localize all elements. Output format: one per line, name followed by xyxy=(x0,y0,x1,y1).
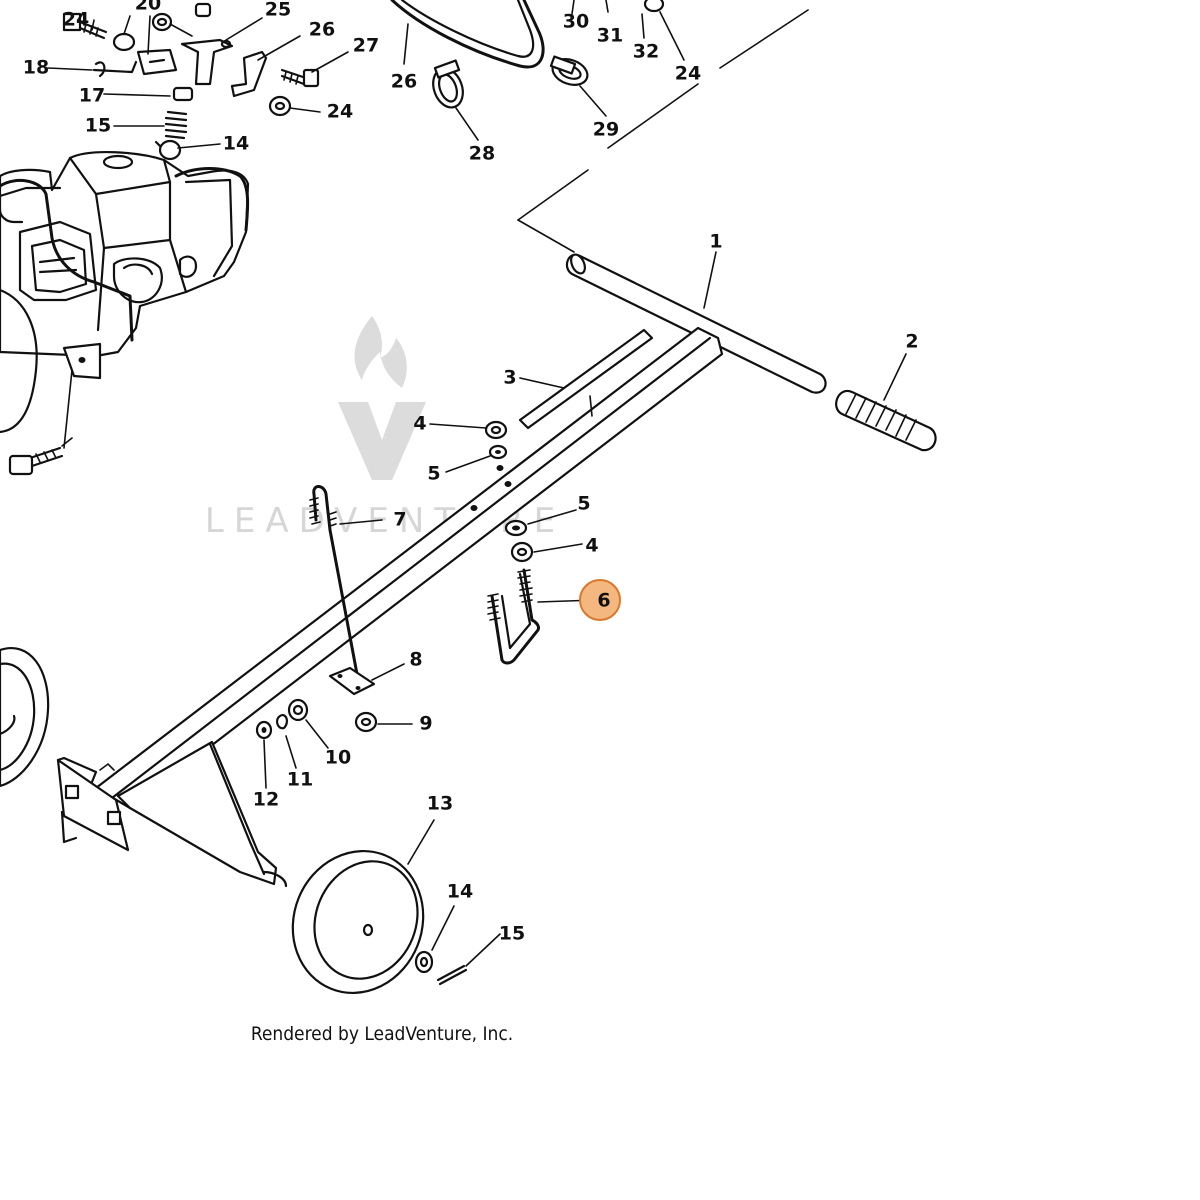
callout-label: 3 xyxy=(503,367,516,389)
selected-part-number[interactable]: 6 xyxy=(597,590,610,612)
callout-label: 5 xyxy=(427,463,440,485)
callout-label: 17 xyxy=(79,85,105,107)
handle-assembly xyxy=(565,253,937,452)
hose-clamp-right xyxy=(549,55,589,86)
drive-belt xyxy=(390,0,545,69)
callout-label: 15 xyxy=(499,923,525,945)
callout-label: 14 xyxy=(223,133,249,155)
callout-label: 4 xyxy=(585,535,598,557)
center-hardware xyxy=(255,420,540,740)
callout-label: 5 xyxy=(577,493,590,515)
wheel-13 xyxy=(291,849,468,995)
render-credit: Rendered by LeadVenture, Inc. xyxy=(251,1023,513,1045)
callout-label: 31 xyxy=(597,25,623,47)
main-frame xyxy=(56,326,724,888)
callout-label: 26 xyxy=(391,71,417,93)
hose-clamp-left xyxy=(432,59,464,109)
callout-label: 30 xyxy=(563,11,589,33)
callout-label: 28 xyxy=(469,143,495,165)
callout-label: 12 xyxy=(253,789,279,811)
leader-lines xyxy=(47,0,907,967)
callout-label: 7 xyxy=(393,509,406,531)
callout-label: 32 xyxy=(633,41,659,63)
v-logo-icon xyxy=(338,402,426,480)
callout-highlight xyxy=(579,579,621,621)
section-boundary xyxy=(517,9,809,253)
callout-label: 11 xyxy=(287,769,313,791)
u-bolt xyxy=(487,568,540,665)
callouts: 24 20 25 26 27 18 17 15 14 24 26 28 29 3… xyxy=(23,0,919,945)
callout-label: 25 xyxy=(265,0,291,21)
callout-label: 1 xyxy=(709,231,722,253)
callout-label: 2 xyxy=(905,331,918,353)
callout-label: 18 xyxy=(23,57,49,79)
callout-label: 10 xyxy=(325,747,351,769)
callout-label: 9 xyxy=(419,713,432,735)
callout-label: 8 xyxy=(409,649,422,671)
callout-label: 14 xyxy=(447,881,473,903)
callout-label: 24 xyxy=(63,9,89,31)
selected-callout-6[interactable]: 6 xyxy=(579,579,621,621)
callout-label: 29 xyxy=(593,119,619,141)
callout-label: 15 xyxy=(85,115,111,137)
hand-grip xyxy=(835,389,937,452)
callout-label: 13 xyxy=(427,793,453,815)
top-hardware xyxy=(62,0,665,161)
callout-label: 24 xyxy=(675,63,701,85)
flame-logo-icon xyxy=(354,316,407,388)
callout-label: 4 xyxy=(413,413,426,435)
callout-label: 27 xyxy=(353,35,379,57)
callout-label: 20 xyxy=(135,0,161,15)
callout-label: 26 xyxy=(309,19,335,41)
engine-assembly xyxy=(0,150,250,476)
callout-label: 24 xyxy=(327,101,353,123)
wheel-left xyxy=(0,647,50,788)
